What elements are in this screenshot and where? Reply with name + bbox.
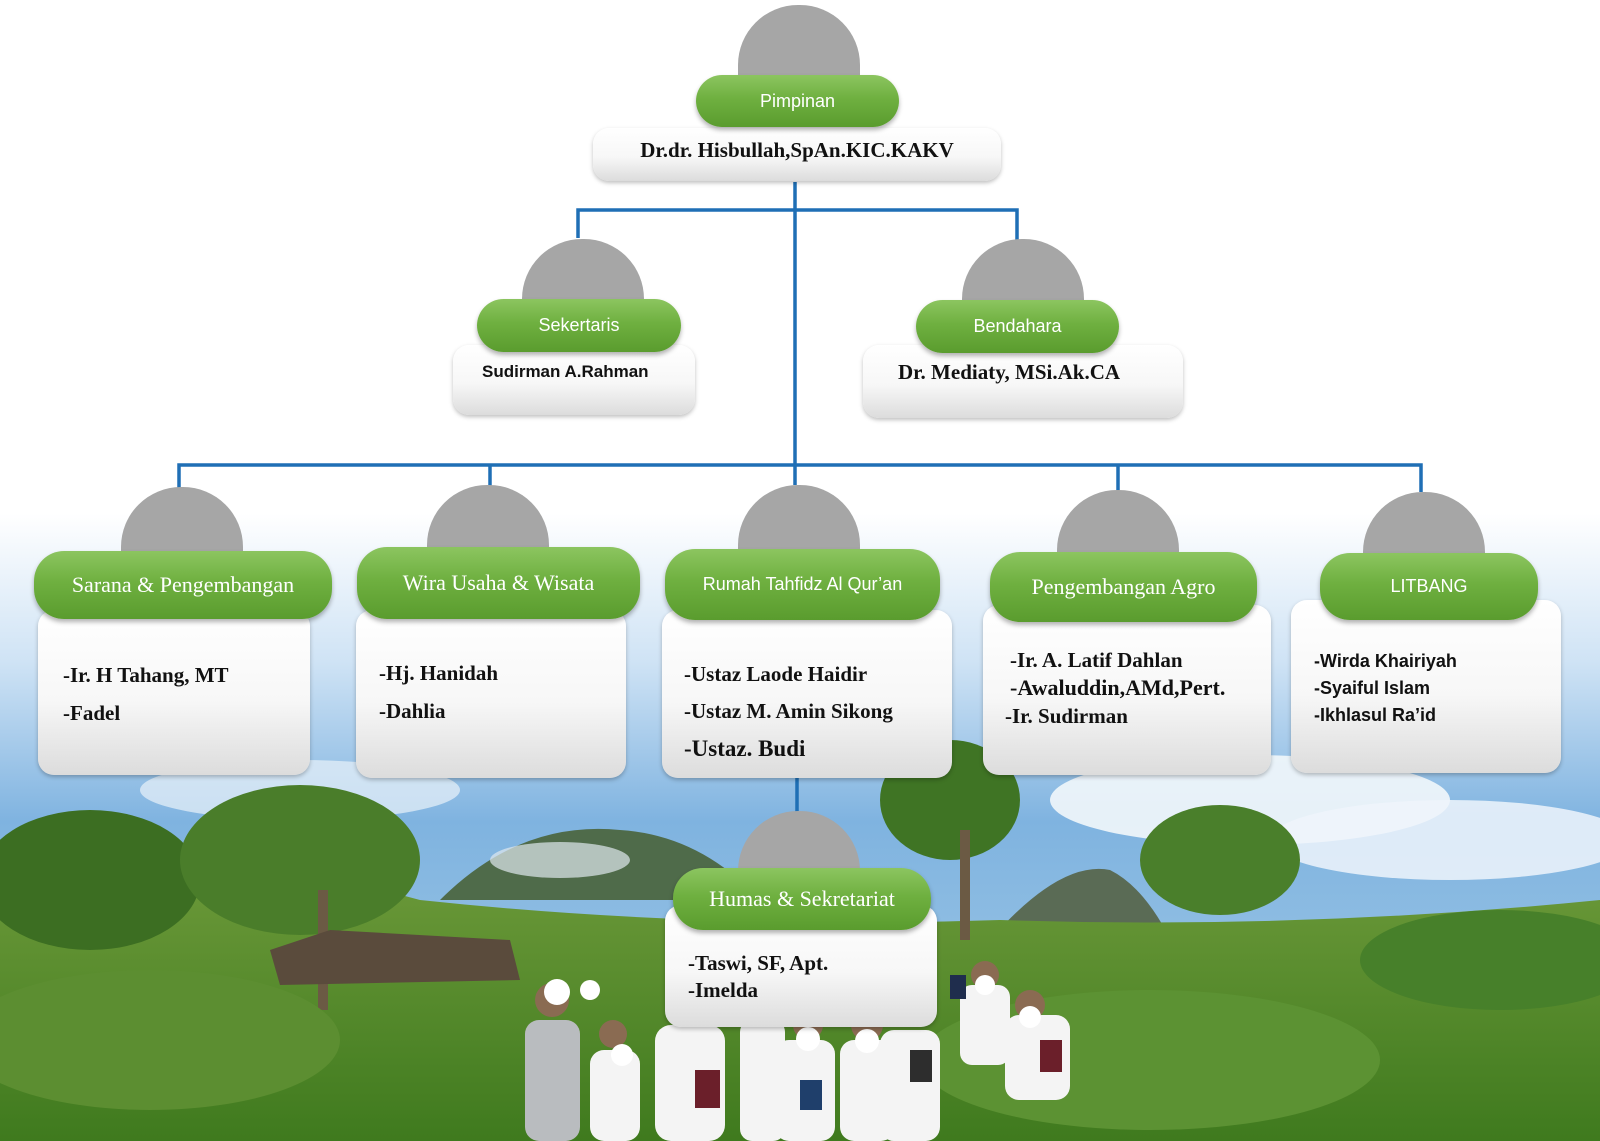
connector-secretary-treasurer xyxy=(576,208,1019,240)
card-bendahara: Dr. Mediaty, MSi.Ak.CA xyxy=(863,345,1183,418)
sekertaris-name: Sudirman A.Rahman xyxy=(482,362,649,381)
pimpinan-name: Dr.dr. Hisbullah,SpAn.KIC.KAKV xyxy=(640,138,954,162)
member-item: -Ustaz M. Amin Sikong xyxy=(684,699,893,723)
role-pimpinan: Pimpinan xyxy=(696,75,899,127)
member-item: -Fadel xyxy=(63,701,121,725)
card-division-5: -Wirda Khairiyah -Syaiful Islam -Ikhlasu… xyxy=(1291,600,1561,773)
role-division-1: Sarana & Pengembangan xyxy=(34,551,332,619)
member-item: -Ustaz. Budi xyxy=(684,736,806,761)
member-item: -Ir. Sudirman xyxy=(1005,704,1128,728)
role-division-3: Rumah Tahfidz Al Qur’an xyxy=(665,549,940,620)
member-item: -Awaluddin,AMd,Pert. xyxy=(1010,675,1226,700)
card-division-3: -Ustaz Laode Haidir -Ustaz M. Amin Sikon… xyxy=(662,610,952,778)
role-sekertaris: Sekertaris xyxy=(477,299,681,352)
division-5-members: -Wirda Khairiyah -Syaiful Islam -Ikhlasu… xyxy=(1314,648,1457,729)
member-item: -Hj. Hanidah xyxy=(379,661,499,685)
card-pimpinan: Dr.dr. Hisbullah,SpAn.KIC.KAKV xyxy=(593,128,1001,181)
member-item: -Ikhlasul Ra’id xyxy=(1314,705,1437,725)
division-2-members: -Hj. Hanidah -Dahlia xyxy=(379,654,498,730)
card-division-4: -Ir. A. Latif Dahlan -Awaluddin,AMd,Pert… xyxy=(983,605,1271,775)
role-division-2: Wira Usaha & Wisata xyxy=(357,547,640,619)
member-item: -Wirda Khairiyah xyxy=(1314,651,1457,671)
member-item: -Ustaz Laode Haidir xyxy=(684,662,868,686)
card-division-2: -Hj. Hanidah -Dahlia xyxy=(356,610,626,778)
humas-members: -Taswi, SF, Apt. -Imelda xyxy=(688,950,828,1004)
role-division-4: Pengembangan Agro xyxy=(990,552,1257,622)
connector-divisions-bar xyxy=(177,463,1423,492)
role-division-5: LITBANG xyxy=(1320,553,1538,620)
division-4-members: -Ir. A. Latif Dahlan -Awaluddin,AMd,Pert… xyxy=(1005,646,1225,730)
card-division-1: -Ir. H Tahang, MT -Fadel xyxy=(38,610,310,775)
role-humas: Humas & Sekretariat xyxy=(673,868,931,930)
division-3-members: -Ustaz Laode Haidir -Ustaz M. Amin Sikon… xyxy=(684,656,893,767)
member-item: -Taswi, SF, Apt. xyxy=(688,951,829,975)
member-item: -Dahlia xyxy=(379,699,446,723)
role-bendahara: Bendahara xyxy=(916,300,1119,353)
division-1-members: -Ir. H Tahang, MT -Fadel xyxy=(63,656,229,732)
bendahara-name: Dr. Mediaty, MSi.Ak.CA xyxy=(898,360,1121,384)
card-sekertaris: Sudirman A.Rahman xyxy=(453,345,695,415)
member-item: -Imelda xyxy=(688,978,758,1002)
member-item: -Syaiful Islam xyxy=(1314,678,1431,698)
member-item: -Ir. A. Latif Dahlan xyxy=(1010,648,1183,672)
member-item: -Ir. H Tahang, MT xyxy=(63,663,229,687)
